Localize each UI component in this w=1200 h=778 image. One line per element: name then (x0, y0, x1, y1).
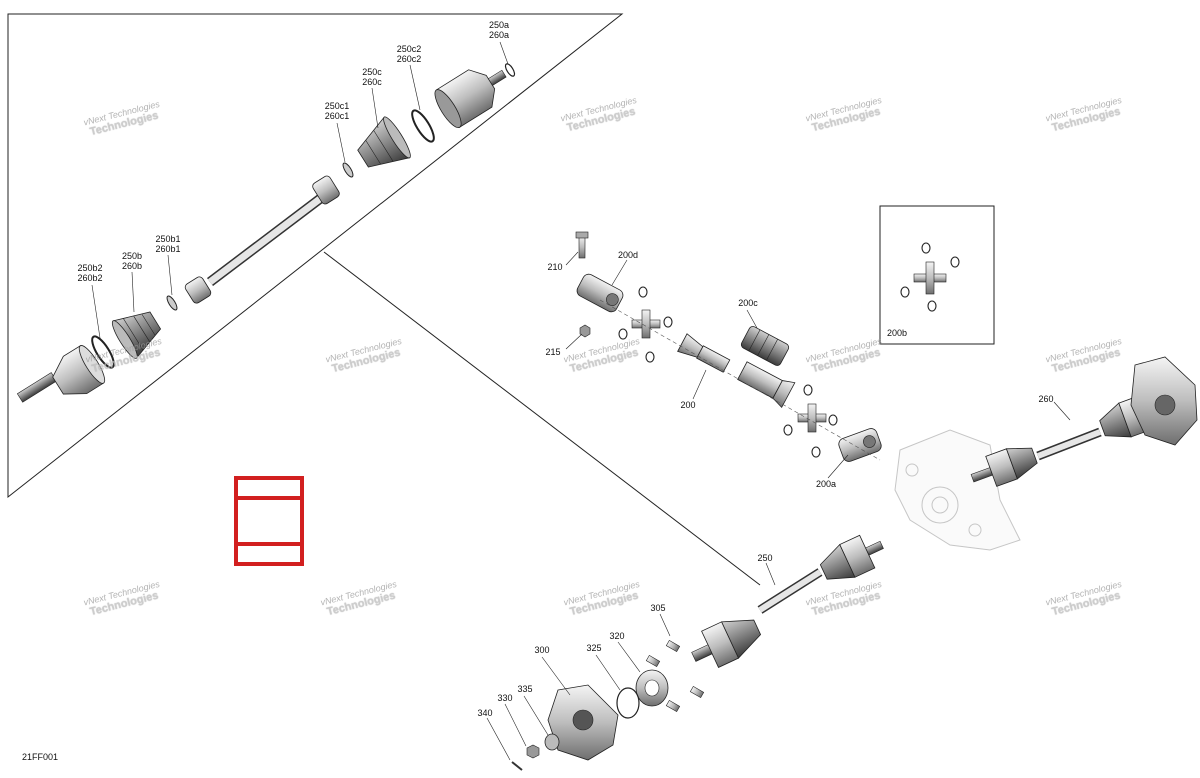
part-label-260: 260 (1038, 394, 1054, 404)
part-label-200d: 200d (617, 250, 639, 260)
part-label-300: 300 (534, 645, 550, 655)
part-label-200: 200 (680, 400, 696, 410)
part-label-335: 335 (517, 684, 533, 694)
main-leaders (486, 251, 1071, 761)
part-label-305: 305 (650, 603, 666, 613)
part-label-200b: 200b (886, 328, 908, 338)
part-label-250: 250 (757, 553, 773, 563)
inset-leaders (91, 41, 509, 339)
part-label-200c: 200c (738, 298, 758, 308)
right-half-shaft (970, 356, 1198, 487)
left-half-shaft (511, 534, 884, 771)
detail-leader-line (323, 251, 761, 586)
part-label-210: 210 (547, 262, 563, 272)
differential-housing (894, 429, 1021, 551)
inset-half-shaft (16, 63, 516, 403)
part-label-215: 215 (545, 347, 561, 357)
part-label-340: 340 (477, 708, 493, 718)
detail-inset-frame (7, 13, 624, 499)
prop-shaft-assembly (575, 231, 882, 462)
page-indicator-box (234, 476, 304, 566)
part-label-200a: 200a (815, 479, 837, 489)
drawing-code: 21FF001 (22, 752, 59, 762)
part-label-320: 320 (609, 631, 625, 641)
part-label-330: 330 (497, 693, 513, 703)
part-label-325: 325 (586, 643, 602, 653)
